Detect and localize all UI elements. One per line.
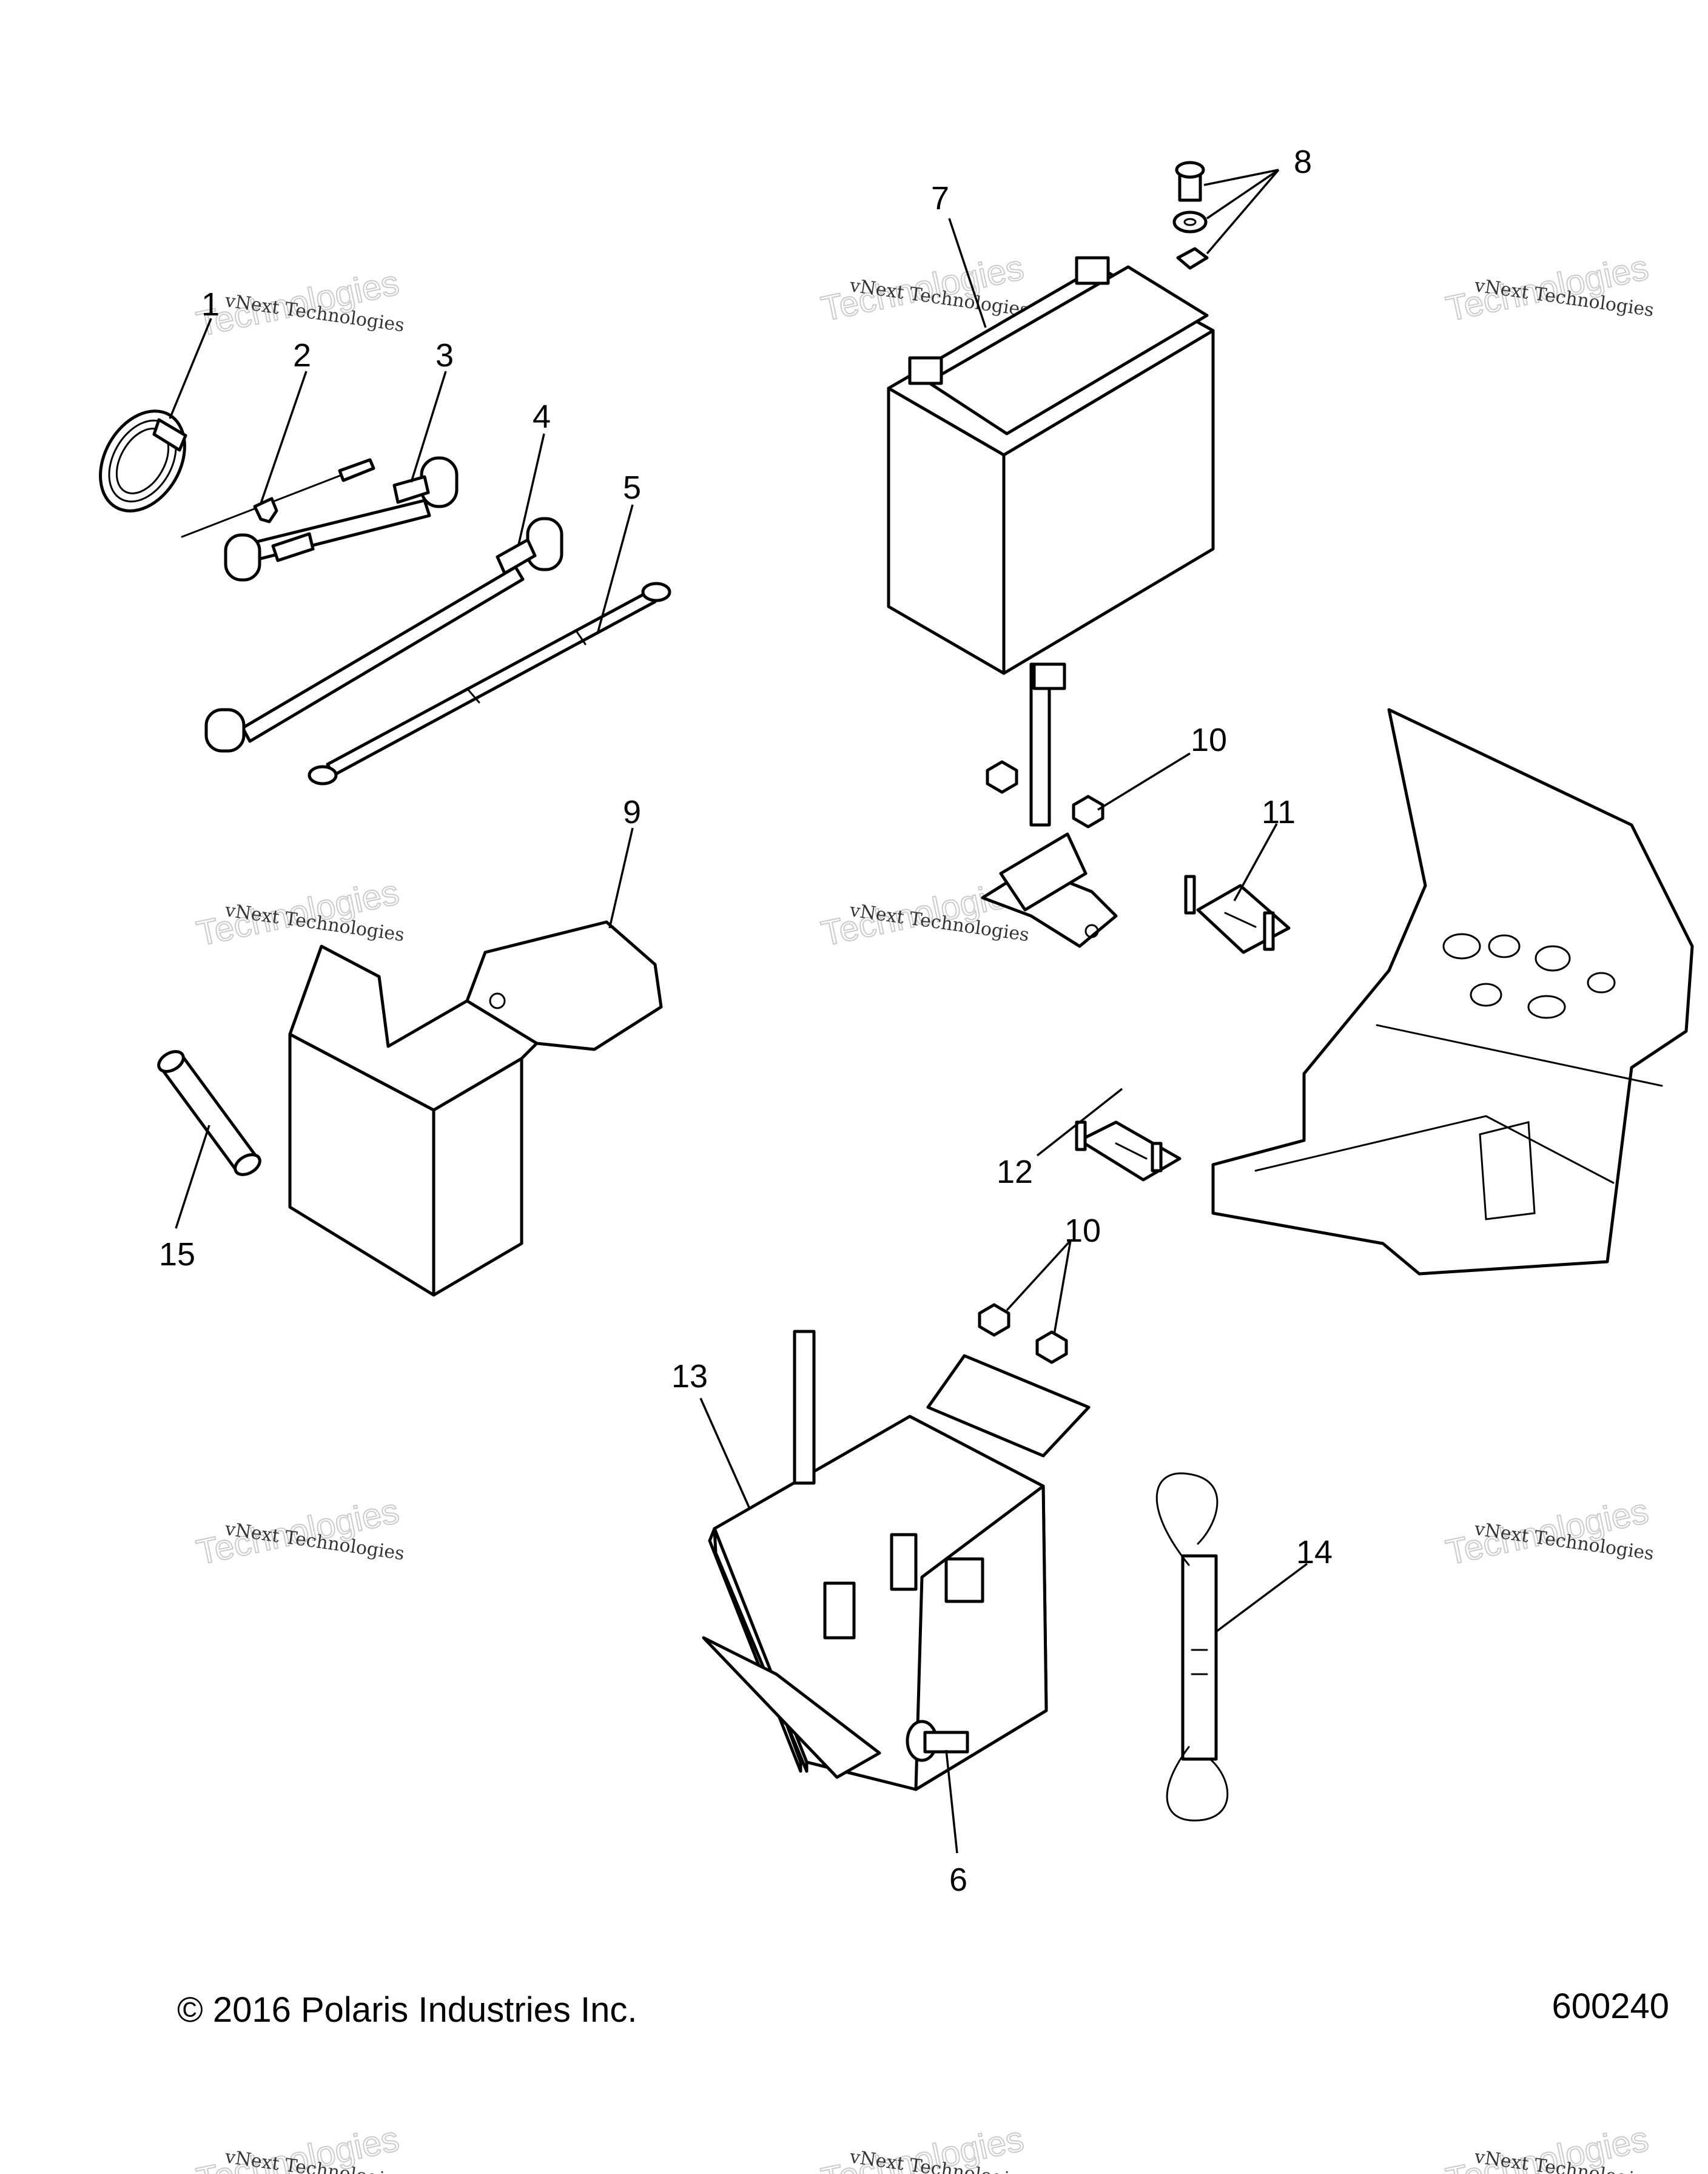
part-5-ground-cable xyxy=(308,582,671,786)
watermark: Technologies vNext Technologies xyxy=(818,2118,1031,2174)
leader-12 xyxy=(1036,1088,1123,1157)
leader-8b xyxy=(1206,169,1279,220)
leader-10b-2 xyxy=(1053,1240,1072,1335)
leader-10b-1 xyxy=(1006,1239,1072,1311)
part-15-sleeve xyxy=(157,1050,261,1176)
leader-2 xyxy=(260,371,308,504)
callout-2: 2 xyxy=(293,337,311,374)
leader-6 xyxy=(945,1749,958,1854)
callout-8: 8 xyxy=(1294,144,1312,180)
part-4-long-cable xyxy=(204,517,563,753)
callout-14: 14 xyxy=(1296,1534,1333,1570)
part-14-strap xyxy=(1155,1472,1229,1822)
callout-3: 3 xyxy=(435,337,454,374)
leader-5 xyxy=(596,504,634,634)
part-12-bracket xyxy=(1075,1120,1182,1182)
callout-1: 1 xyxy=(201,286,220,323)
callout-11: 11 xyxy=(1262,794,1296,830)
watermark: Technologies vNext Technologies xyxy=(1442,247,1655,329)
part-8-hardware xyxy=(1172,161,1209,270)
watermark: Technologies vNext Technologies xyxy=(193,872,406,954)
vehicle-frame xyxy=(1211,708,1694,1276)
part-10-nut-lower xyxy=(978,1303,1068,1364)
callout-12: 12 xyxy=(997,1154,1033,1190)
part-9-battery-cover xyxy=(288,920,663,1297)
callout-4: 4 xyxy=(533,399,551,435)
part-11-bracket xyxy=(1184,875,1291,954)
watermark: Technologies vNext Technologies xyxy=(818,872,1031,954)
leader-8a xyxy=(1203,169,1279,186)
leader-4 xyxy=(517,433,545,545)
callout-15: 15 xyxy=(159,1236,195,1273)
watermark: Technologies vNext Technologies xyxy=(193,1490,406,1573)
callout-13: 13 xyxy=(671,1358,708,1395)
leader-lines xyxy=(169,169,1308,1854)
leader-9 xyxy=(608,827,634,929)
part-2-cable-tie xyxy=(181,458,375,538)
part-7-battery xyxy=(887,256,1215,675)
leader-8c xyxy=(1206,169,1280,255)
watermark: Technologies vNext Technologies xyxy=(1442,2118,1655,2174)
copyright-notice: © 2016 Polaris Industries Inc. xyxy=(177,1990,637,2030)
part-1-coil-strap xyxy=(99,409,187,513)
part-13-battery-tray xyxy=(702,1330,1091,1791)
diagram-id: 600240 xyxy=(1552,1987,1669,2026)
callout-7: 7 xyxy=(931,180,949,217)
part-3-short-cable xyxy=(224,456,459,582)
solenoid-assembly xyxy=(981,662,1118,948)
part-10-nut-upper xyxy=(986,760,1104,829)
leader-1 xyxy=(169,318,212,419)
callouts: 1 2 3 4 5 6 7 8 9 10 10 11 12 13 14 15 xyxy=(159,144,1333,1898)
callout-5: 5 xyxy=(623,469,641,506)
leader-13 xyxy=(699,1398,750,1508)
watermark: Technologies vNext Technologies xyxy=(818,247,1031,329)
callout-9: 9 xyxy=(623,794,641,830)
watermark: Technologies vNext Technologies xyxy=(193,2118,406,2174)
watermark: Technologies vNext Technologies xyxy=(1442,1490,1655,1573)
leader-10a xyxy=(1097,752,1191,811)
watermark: Technologies vNext Technologies xyxy=(193,262,406,345)
callout-10-lower: 10 xyxy=(1064,1213,1101,1249)
leader-11 xyxy=(1233,823,1278,901)
leader-3 xyxy=(410,371,447,483)
leader-14 xyxy=(1215,1563,1308,1633)
callout-6: 6 xyxy=(949,1862,967,1898)
leader-15 xyxy=(175,1125,210,1229)
callout-10-upper: 10 xyxy=(1191,722,1227,758)
leader-7 xyxy=(948,218,987,328)
